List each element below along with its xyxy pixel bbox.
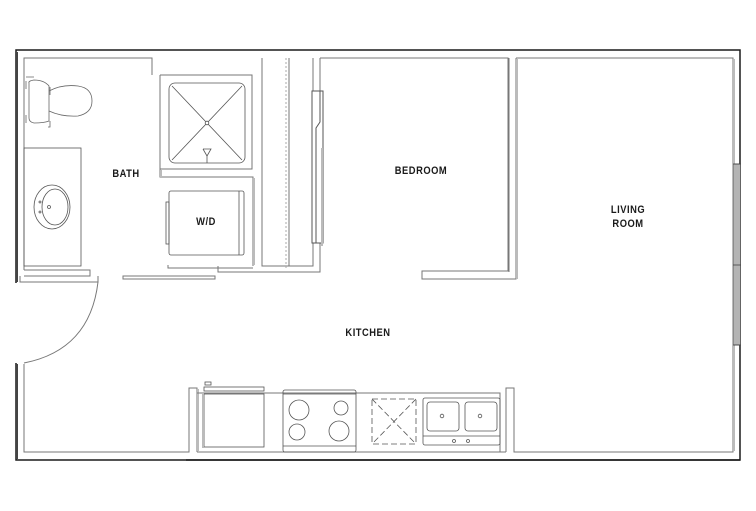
bedroom-door[interactable] xyxy=(311,90,324,246)
room-label-bath: BATH xyxy=(112,168,140,180)
room-label-living-line1: LIVING xyxy=(610,204,646,216)
window-icon xyxy=(733,163,741,346)
toilet-icon xyxy=(25,76,93,128)
room-label-living-line2: ROOM xyxy=(612,218,644,230)
washer-dryer-icon xyxy=(165,190,245,256)
stove-icon xyxy=(282,389,357,453)
room-label-kitchen: KITCHEN xyxy=(345,327,391,339)
room-label-washer-dryer: W/D xyxy=(196,216,216,228)
interior-walls xyxy=(19,57,735,453)
dishwasher-icon xyxy=(202,381,265,448)
entry-door-icon[interactable] xyxy=(23,281,99,364)
cabinet-icon xyxy=(371,398,417,445)
sink-icon xyxy=(23,147,82,267)
double-sink-icon xyxy=(422,397,501,446)
room-label-bedroom: BEDROOM xyxy=(394,165,448,177)
shower-icon xyxy=(168,82,246,164)
exterior-wall xyxy=(15,49,741,461)
